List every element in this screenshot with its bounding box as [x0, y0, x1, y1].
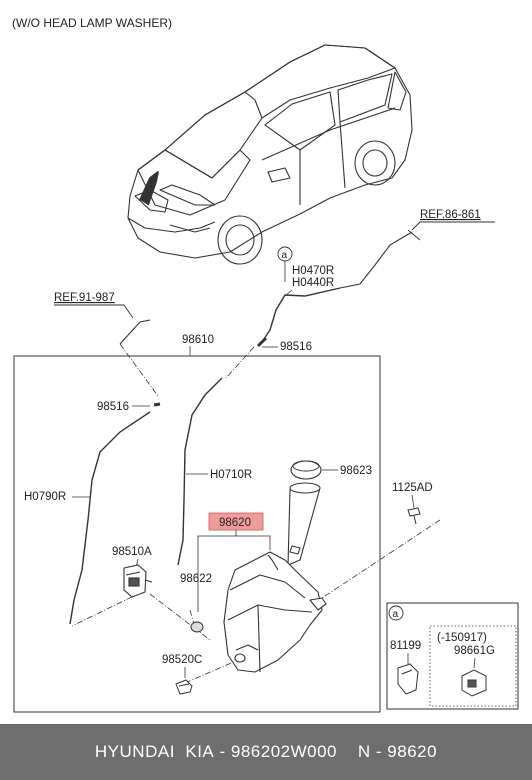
header-note: (W/O HEAD LAMP WASHER): [12, 16, 172, 30]
label-98623: 98623: [340, 465, 372, 477]
clip-98661g: [461, 669, 487, 697]
vehicle-illustration: [127, 44, 413, 265]
assembly-frame: [13, 355, 381, 713]
footer-suffix: N - 98620: [357, 742, 438, 761]
rear-hose-route: [339, 231, 413, 289]
hose-h0790r: [69, 411, 151, 625]
label-98516-top: 98516: [280, 341, 312, 353]
washer-reservoir: [223, 482, 327, 673]
inset-panel: a 81199 (-150917) 98661G: [386, 602, 519, 710]
ref-86-861-leader: [411, 221, 495, 231]
footer-part-info: HYUNDAI KIA - 986202W000 N - 98620: [0, 724, 532, 780]
label-98622: 98622: [180, 573, 212, 585]
filler-cap: [290, 460, 322, 480]
hose-h0710r: [177, 377, 223, 566]
hose-h0440r: [261, 287, 341, 343]
label-h0710r: H0710R: [210, 469, 252, 481]
label-h0470r: H0470R: [292, 265, 334, 277]
label-98620: 98620: [219, 517, 251, 529]
label-98510a: 98510A: [112, 546, 152, 558]
dashdot-leaders: [71, 343, 441, 684]
clip-81199: [397, 663, 419, 695]
inset-left-part: 81199: [390, 640, 421, 652]
label-h0790r: H0790R: [24, 491, 66, 503]
ref-91-987-label: REF.91-987: [54, 292, 115, 304]
footer-gap: [337, 742, 358, 762]
footer-separator: -: [214, 742, 231, 761]
label-98620-bracket: [197, 530, 271, 612]
label-98516-left: 98516: [97, 401, 129, 413]
ref-86-861-label: REF.86-861: [420, 209, 481, 221]
footer-part-number: 986202W000: [230, 742, 338, 761]
label-1125ad: 1125AD: [392, 482, 433, 494]
label-98610: 98610: [182, 334, 214, 346]
callout-a-letter: a: [282, 250, 288, 261]
label-98520c: 98520C: [162, 654, 202, 666]
bolt-1125ad: [407, 507, 421, 525]
washer-pump: [123, 564, 153, 598]
label-h0440r: H0440R: [292, 277, 334, 289]
inset-right-part: 98661G: [454, 645, 495, 657]
inset-right-date: (-150917): [437, 632, 487, 644]
inset-marker: a: [393, 609, 399, 620]
grommet-98622: [190, 621, 204, 633]
level-sensor: [175, 679, 193, 695]
footer-brand: HYUNDAI KIA: [94, 742, 215, 761]
parts-diagram: (W/O HEAD LAMP WASHER) REF.86: [12, 16, 519, 713]
